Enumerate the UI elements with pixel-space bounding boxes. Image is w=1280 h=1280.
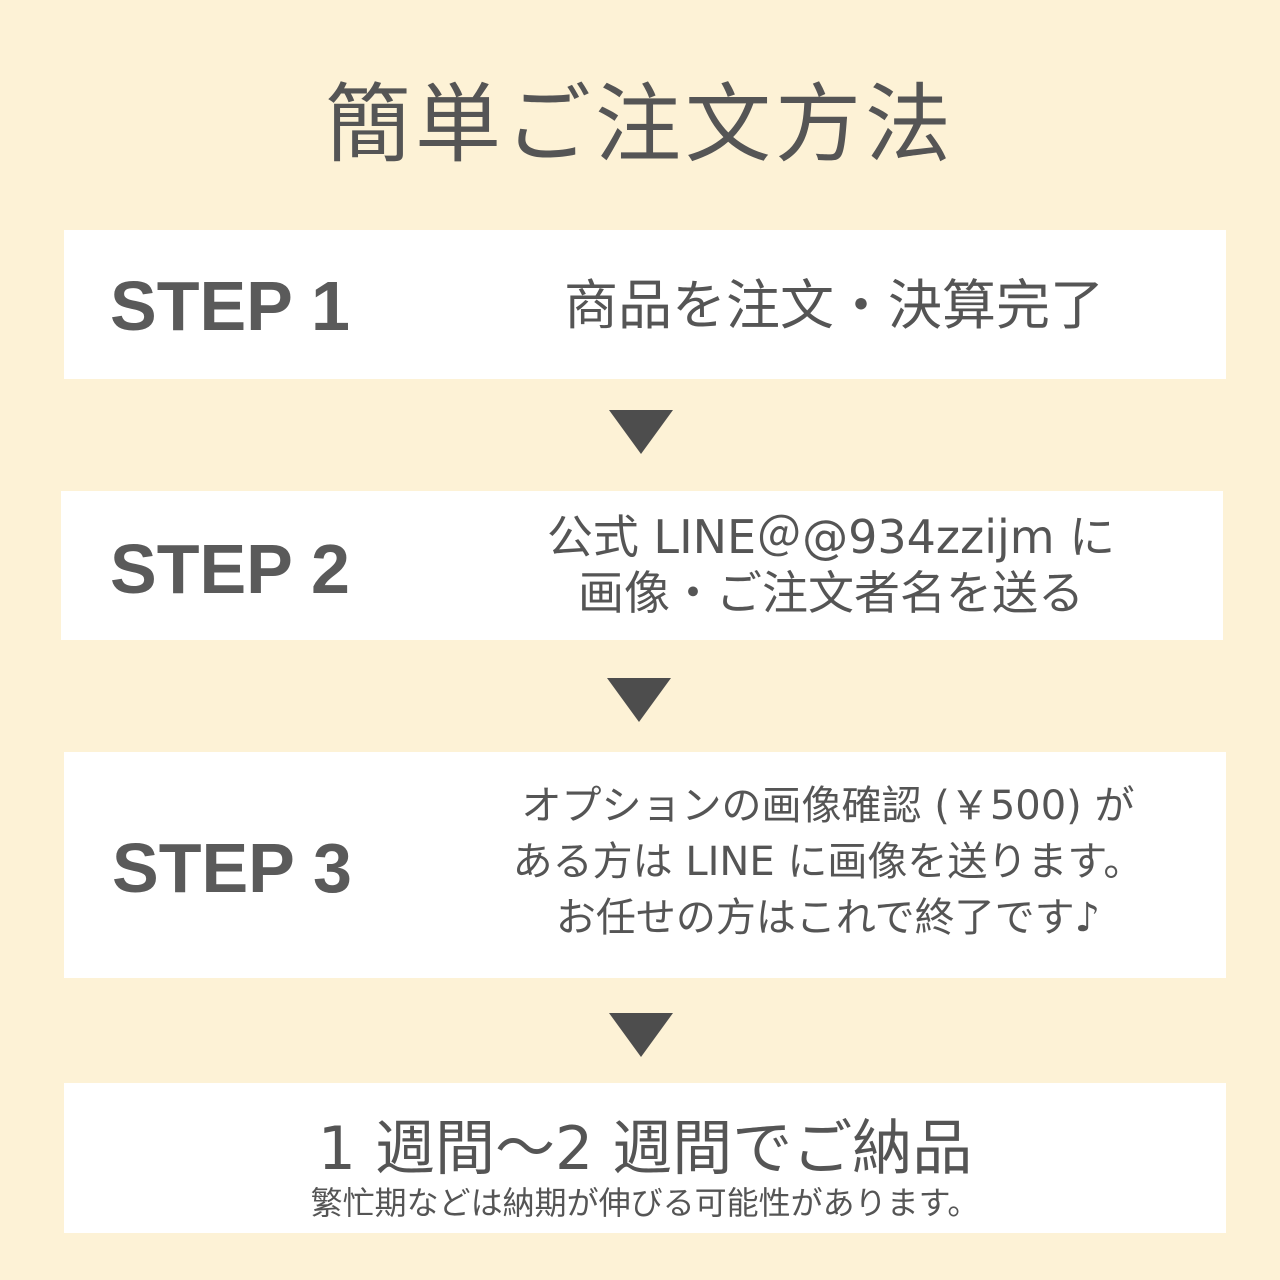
step-3-line-3: お任せの方はこれで終了です♪ [555, 895, 1101, 941]
step-3-label: STEP 3 [112, 829, 352, 907]
step-1-box: STEP 1 商品を注文・決算完了 [64, 230, 1226, 379]
delivery-time-text: 1 週間〜2 週間でご納品 [317, 1114, 973, 1184]
down-triangle-icon [609, 410, 673, 454]
delivery-note: 繁忙期などは納期が伸びる可能性があります。 [310, 1184, 980, 1222]
down-triangle-icon [607, 678, 671, 722]
step-2-text: 公式 LINE＠@934zzijm に 画像・ご注文者名を送る [491, 509, 1171, 621]
step-3-line-2: ある方は LINE に画像を送ります。 [512, 839, 1144, 885]
delivery-box: 1 週間〜2 週間でご納品 繁忙期などは納期が伸びる可能性があります。 [64, 1083, 1226, 1233]
step-2-box: STEP 2 公式 LINE＠@934zzijm に 画像・ご注文者名を送る [61, 491, 1223, 640]
step-3-line-1: オプションの画像確認 (￥500) が [521, 783, 1135, 829]
step-2-line-2: 画像・ご注文者名を送る [578, 566, 1084, 620]
page-title: 簡単ご注文方法 [325, 75, 955, 175]
step-2-label: STEP 2 [110, 530, 350, 608]
step-3-box: STEP 3 オプションの画像確認 (￥500) が ある方は LINE に画像… [64, 752, 1226, 978]
step-1-text: 商品を注文・決算完了 [484, 274, 1184, 338]
step-2-line-1: 公式 LINE＠@934zzijm に [546, 510, 1116, 564]
down-triangle-icon [609, 1013, 673, 1057]
step-1-line: 商品を注文・決算完了 [564, 274, 1104, 337]
step-3-text: オプションの画像確認 (￥500) が ある方は LINE に画像を送ります。 … [458, 778, 1198, 946]
step-1-label: STEP 1 [110, 267, 350, 345]
